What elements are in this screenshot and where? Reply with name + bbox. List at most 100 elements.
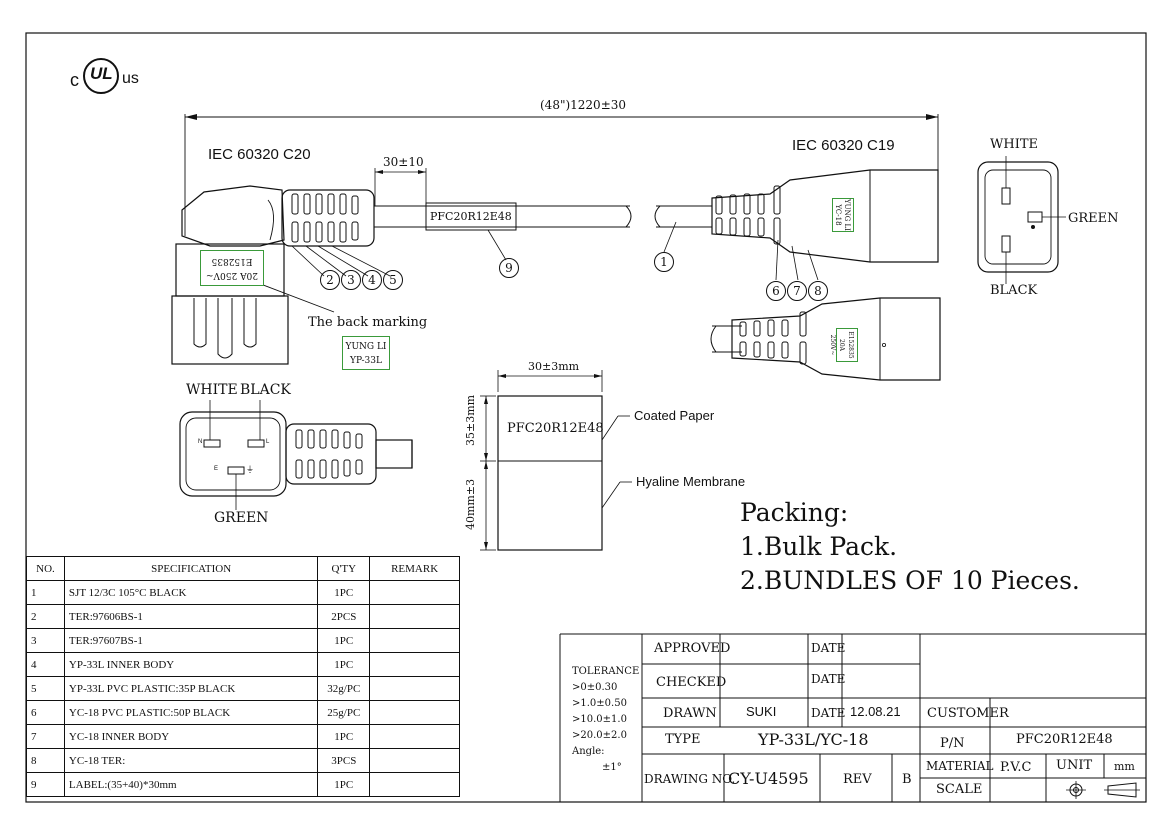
overall-length-dimension: (48")1220±30 — [540, 98, 627, 112]
ul-logo: c UL us — [66, 56, 156, 96]
left-face-e-mark: E — [214, 466, 219, 472]
bom-remark — [369, 700, 460, 725]
right-stamp2-rating: 20A 250V~ — [829, 334, 845, 356]
rev-value: B — [902, 772, 912, 787]
packing-line-2: 2.BUNDLES OF 10 Pieces. — [740, 566, 1080, 595]
right-rating-stamp: E152835 20A 250V~ — [829, 328, 858, 362]
tolerance-line: >1.0±0.50 — [572, 698, 627, 709]
cable-sleeve-label: PFC20R12E48 — [430, 210, 512, 223]
bom-spec: YP-33L INNER BODY — [63, 652, 319, 677]
drawing-number-value: CY-U4595 — [728, 769, 809, 788]
bom-spec: YP-33L PVC PLASTIC:35P BLACK — [63, 676, 319, 701]
bom-no: 3 — [26, 628, 65, 653]
bom-qty: 1PC — [317, 652, 371, 677]
left-face-white-label: WHITE — [186, 382, 238, 398]
bom-header-row: NO. SPECIFICATION Q'TY REMARK — [26, 556, 460, 581]
bom-remark — [369, 772, 460, 797]
right-brand-stamp: YUNG LI YC-18 — [832, 198, 854, 232]
checked-date-label: DATE — [811, 672, 846, 686]
ul-logo-c: c — [70, 70, 79, 90]
back-marking-box: YUNG LI YP-33L — [342, 336, 390, 370]
scale-label: SCALE — [936, 782, 983, 797]
strain-relief-dimension: 30±10 — [383, 155, 424, 169]
bom-qty: 25g/PC — [317, 700, 371, 725]
drawn-label: DRAWN — [663, 706, 717, 721]
bom-no: 4 — [26, 652, 65, 677]
bom-qty: 1PC — [317, 772, 371, 797]
tolerance-line: >10.0±1.0 — [572, 714, 627, 725]
bom-header-spec: SPECIFICATION — [63, 556, 319, 581]
right-stamp-brand: YUNG LI — [843, 199, 851, 231]
bom-no: 5 — [26, 676, 65, 701]
bom-spec: TER:97607BS-1 — [63, 628, 319, 653]
approved-date-label: DATE — [811, 641, 846, 655]
projection-symbol-icon — [1066, 781, 1140, 799]
left-face-black-label: BLACK — [240, 382, 291, 398]
left-stamp-file: E152835 — [211, 256, 253, 266]
unit-value: mm — [1114, 760, 1135, 773]
label-height-lower-dimension: 40mm±3 — [464, 478, 477, 530]
ul-logo-ul: UL — [90, 64, 113, 83]
checked-label: CHECKED — [656, 675, 727, 690]
bom-spec: SJT 12/3C 105°C BLACK — [63, 580, 319, 605]
bom-remark — [369, 604, 460, 629]
bom-remark — [369, 748, 460, 773]
left-stamp-rating: 20A 250V~ — [205, 270, 259, 280]
right-face-green-label: GREEN — [1068, 211, 1119, 226]
right-stamp-model: YC-18 — [834, 204, 842, 226]
bom-remark — [369, 580, 460, 605]
balloon-8: 8 — [808, 281, 828, 301]
bom-no: 7 — [26, 724, 65, 749]
bom-qty: 2PCS — [317, 604, 371, 629]
material-label: MATERIAL — [926, 759, 994, 773]
tolerance-angle: Angle: — [572, 746, 605, 757]
left-connector-title: IEC 60320 C20 — [208, 146, 311, 163]
tolerance-line: >20.0±2.0 — [572, 730, 627, 741]
bom-remark — [369, 676, 460, 701]
approved-label: APPROVED — [654, 641, 731, 656]
bom-header-remark: REMARK — [369, 556, 460, 581]
bom-no: 2 — [26, 604, 65, 629]
bom-remark — [369, 724, 460, 749]
tolerance-title: TOLERANCE — [572, 666, 640, 677]
ground-symbol-icon: ⏚ — [246, 465, 254, 474]
type-value: YP-33L/YC-18 — [758, 730, 869, 749]
customer-label: CUSTOMER — [927, 706, 1009, 721]
bom-remark — [369, 628, 460, 653]
right-connector-title: IEC 60320 C19 — [792, 137, 895, 154]
bom-spec: YC-18 TER: — [63, 748, 319, 773]
left-face-l-mark: L — [266, 439, 270, 445]
bom-qty: 3PCS — [317, 748, 371, 773]
balloon-5: 5 — [383, 270, 403, 290]
back-marking-model: YP-33L — [350, 356, 382, 366]
balloon-6: 6 — [766, 281, 786, 301]
bom-spec: LABEL:(35+40)*30mm — [63, 772, 319, 797]
label-print-text: PFC20R12E48 — [507, 421, 604, 436]
bom-qty: 1PC — [317, 724, 371, 749]
tolerance-angle-value: ±1° — [602, 762, 622, 773]
balloon-4: 4 — [362, 270, 382, 290]
right-face-black-label: BLACK — [990, 283, 1038, 298]
tolerance-block: TOLERANCE >0±0.30 >1.0±0.50 >10.0±1.0 >2… — [572, 664, 639, 776]
rev-label: REV — [843, 772, 872, 787]
bom-spec: TER:97606BS-1 — [63, 604, 319, 629]
pn-value: PFC20R12E48 — [1016, 732, 1113, 747]
balloon-1: 1 — [654, 252, 674, 272]
back-marking-brand: YUNG LI — [345, 342, 387, 352]
balloon-9: 9 — [499, 258, 519, 278]
bom-qty: 1PC — [317, 580, 371, 605]
label-height-upper-dimension: 35±3mm — [464, 394, 477, 446]
right-face-white-label: WHITE — [990, 137, 1038, 152]
balloon-2: 2 — [320, 270, 340, 290]
